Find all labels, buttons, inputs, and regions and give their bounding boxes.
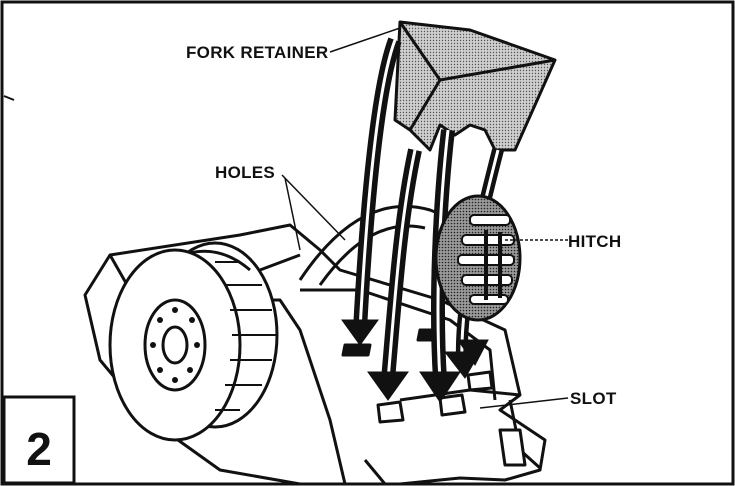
edge-tick: [3, 95, 15, 101]
leader-lines: [281, 27, 569, 409]
label-hitch: HITCH: [568, 232, 621, 251]
label-holes: HOLES: [215, 163, 275, 182]
step-number: 2: [26, 423, 52, 475]
label-slot: SLOT: [570, 389, 617, 408]
step-number-box: 2: [2, 395, 76, 485]
label-fork-retainer: FORK RETAINER: [186, 43, 328, 62]
wheel: [108, 241, 279, 442]
fork-retainer-part: [393, 20, 557, 152]
hitch-part: [434, 194, 522, 322]
